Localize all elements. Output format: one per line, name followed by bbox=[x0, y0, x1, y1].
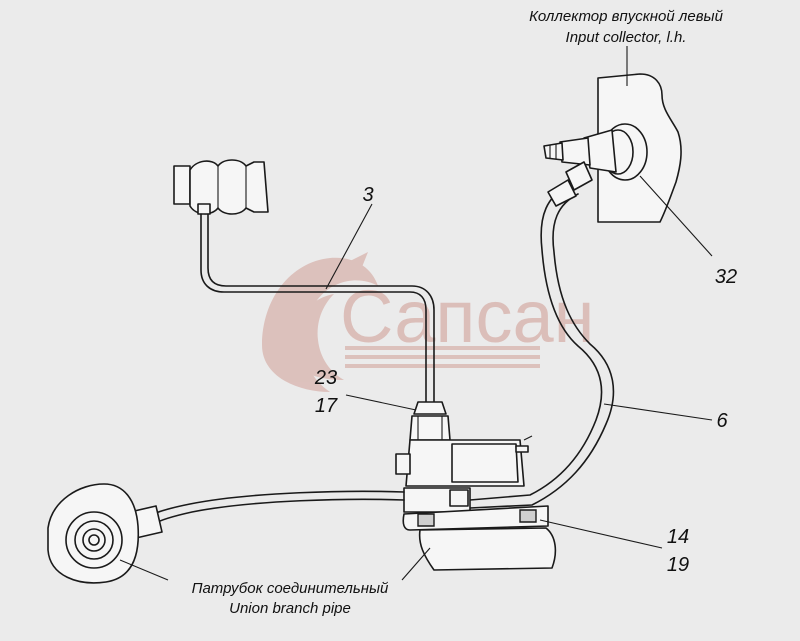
part-number-3: 3 bbox=[362, 184, 373, 206]
tube-3 bbox=[200, 203, 435, 403]
temperature-sensor-32 bbox=[543, 123, 713, 257]
lower-tube bbox=[129, 490, 405, 539]
part-number-19: 19 bbox=[667, 554, 689, 576]
part-number-6: 6 bbox=[716, 410, 728, 432]
union-branch-pipe bbox=[47, 483, 169, 584]
collector-label-en: Input collector, l.h. bbox=[566, 29, 687, 46]
part-number-17: 17 bbox=[315, 395, 338, 417]
watermark-text: Сапсан bbox=[340, 275, 595, 358]
hose-6 bbox=[469, 179, 713, 509]
union-label-ru: Патрубок соединительный bbox=[192, 580, 389, 597]
part-number-23: 23 bbox=[314, 367, 337, 389]
collector-label-ru: Коллектор впускной левый bbox=[529, 8, 723, 25]
part-number-32: 32 bbox=[715, 266, 737, 288]
callout-labels: Коллектор впускной левый Input collector… bbox=[192, 8, 738, 617]
part-number-14: 14 bbox=[667, 526, 689, 548]
watermark-underlines bbox=[345, 346, 540, 368]
mounting-bracket bbox=[401, 505, 663, 581]
pneumatic-bellows bbox=[173, 159, 269, 215]
union-label-en: Union branch pipe bbox=[229, 600, 351, 617]
solenoid-valve bbox=[345, 394, 533, 513]
